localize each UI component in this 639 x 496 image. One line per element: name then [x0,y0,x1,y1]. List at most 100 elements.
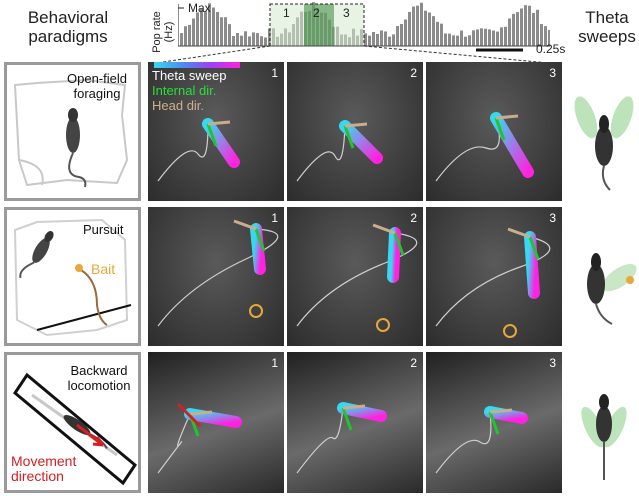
raster-bar [496,31,499,46]
bait-target [503,324,517,338]
movement-line1: Movement [11,453,77,469]
head-dir-arrow [507,227,531,239]
video-frame-row2-col3: 3 [426,207,562,346]
video-frame-row1-col2: 2 [287,62,423,201]
raster-bar [268,28,271,46]
bait-icon [626,276,634,284]
legend-internal-dir: Internal dir. [152,83,217,98]
right-header-line1: Theta [585,8,629,27]
raster-bar [448,33,451,46]
raster-bar [204,11,207,46]
video-frame-row1-col1: 1 [148,62,284,201]
internal-dir-arrow [206,123,218,147]
raster-bar [368,35,371,46]
movement-arrow [176,402,202,428]
legend-theta-sweep: Theta sweep [152,68,227,83]
left-header-line2: paradigms [28,27,108,46]
raster-max-label: Max [188,1,211,15]
raster-bar [236,33,239,46]
raster-bar [528,5,531,47]
raster-bar [232,36,235,46]
raster-bar [380,30,383,46]
video-frame-row2-col2: 2 [287,207,423,346]
frame-number: 2 [410,66,417,80]
population-raster [178,2,550,52]
internal-dir-arrow [393,232,405,256]
backward-line1: Backward [70,363,128,378]
paradigm-panel-pursuit: Pursuit Bait [4,207,141,346]
raster-seg-3: 3 [343,6,350,20]
head-dir-arrow [189,410,213,416]
raster-bar [520,8,523,46]
raster-bar [516,12,519,46]
raster-bar [408,11,411,47]
video-frame-row3-col3: 3 [426,352,562,493]
sweep-illustration-backward [581,394,627,480]
raster-bar [488,29,491,46]
raster-bar [220,17,223,46]
zoom-connector-lines [149,45,561,65]
raster-bar [416,5,419,46]
bait-marker [75,264,83,272]
raster-bar [228,24,231,46]
frame-number: 3 [549,66,556,80]
theta-sweeps-illustrations [574,96,637,480]
raster-bar [424,10,427,46]
theta-sweep [250,223,266,275]
backward-line2: locomotion [67,378,131,393]
frame-overlay [435,406,528,474]
bait-target [249,304,263,318]
pursuit-trajectory [13,218,132,337]
frame-number: 2 [410,356,417,370]
theta-sweep-swatch [154,62,240,68]
raster-bar [376,33,379,46]
raster-bar [392,34,395,46]
head-dir-arrow [495,114,519,120]
frame-number: 1 [271,211,278,225]
raster-bar [440,23,443,46]
frame-overlay [435,112,534,182]
frame-number: 1 [271,66,278,80]
left-column-header: Behavioral paradigms [8,8,128,46]
raster-bar [200,8,203,46]
raster-bar [428,12,431,47]
raster-scale-label: 0.25s [536,42,566,56]
head-dir-arrow [344,122,368,128]
raster-bar [208,3,211,46]
raster-bar [184,26,187,46]
raster-seg-2: 2 [313,6,320,20]
raster-bar [364,33,367,46]
bait-target [376,318,390,332]
paradigm-panel-open-field: Open-field foraging [4,62,141,201]
panel-title-pursuit: Pursuit [83,222,124,237]
movement-line2: direction [11,468,64,484]
theta-sweep [202,118,240,168]
raster-bar [260,36,263,46]
head-dir-arrow [372,223,396,235]
theta-sweep [387,227,401,283]
panel-title-backward: Backward locomotion [64,363,134,393]
video-frame-row1-col3: 3 [426,62,562,201]
raster-bar [400,23,403,46]
raster-bar [216,12,219,46]
internal-dir-arrow [488,411,500,435]
backward-track [13,372,137,486]
internal-dir-arrow [343,125,355,149]
open-field-line1: Open-field [67,71,127,86]
raster-bar [540,24,543,46]
raster-bar [224,17,227,46]
raster-bar [412,6,415,47]
frame-overlay [157,402,242,474]
raster-bar [472,30,475,46]
raster-bar [460,30,463,46]
paradigm-panel-backward: Backward locomotion Movement direction [4,352,141,493]
legend-head-dir: Head dir. [152,98,205,113]
open-field-trajectory [13,78,129,188]
internal-dir-arrow [494,117,506,141]
raster-bar [480,28,483,46]
internal-dir-arrow [341,407,353,431]
frame-number: 1 [271,356,278,370]
raster-bar [476,29,479,46]
raster-bar [484,28,487,46]
raster-bar [196,12,199,47]
